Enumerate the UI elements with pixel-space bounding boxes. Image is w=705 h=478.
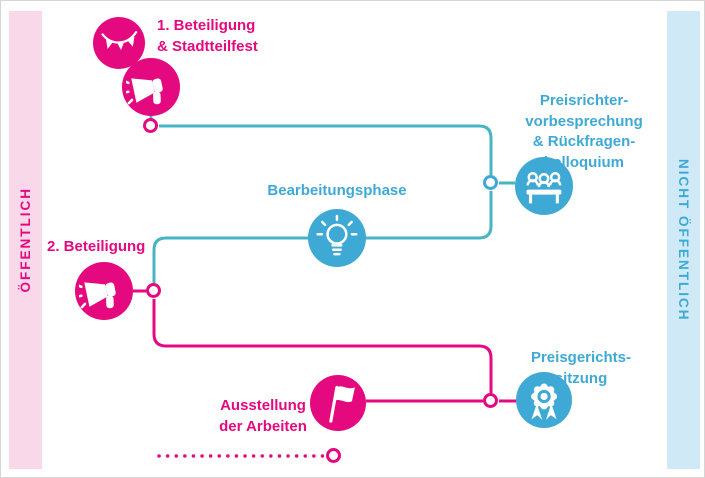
label-beteiligung2: 2. Beteiligung	[47, 237, 145, 258]
label-ausstellung: Ausstellung der Arbeiten	[205, 396, 321, 437]
award-rosette-icon	[530, 383, 558, 420]
label-preisrichter-line4: kolloquium	[544, 154, 624, 172]
step-ausstellung-circle	[310, 375, 366, 431]
label-beteiligung1-line1: 1. Beteiligung	[157, 17, 256, 34]
step-beteiligung1-circle	[122, 58, 180, 116]
label-preisgericht: Preisgerichts- sitzung	[499, 348, 663, 389]
timeline-node-dotted-end	[326, 448, 341, 463]
megaphone-icon	[126, 78, 163, 105]
timeline-node-beteiligung2	[146, 283, 161, 298]
connector-top	[159, 124, 493, 175]
label-preisrichter-line2: vorbesprechung	[525, 112, 643, 130]
label-bearbeitungsphase: Bearbeitungsphase	[245, 181, 429, 202]
step-bearbeitungsphase-circle	[308, 209, 366, 267]
step-preisgericht-circle	[516, 372, 572, 428]
timeline-node-beteiligung1	[143, 118, 158, 133]
timeline-node-preisrichter	[483, 175, 498, 190]
label-preisrichter: Preisrichter- vorbesprechung & Rückfrage…	[499, 91, 669, 174]
label-beteiligung2-text: 2. Beteiligung	[47, 238, 146, 255]
bunting-icon	[101, 30, 137, 50]
step-preisrichter-circle	[515, 157, 573, 215]
band-public: ÖFFENTLICH	[9, 11, 42, 469]
flag-icon	[329, 385, 355, 423]
label-ausstellung-line2: der Arbeiten	[219, 417, 307, 435]
label-bearbeitungsphase-text: Bearbeitungsphase	[267, 182, 407, 199]
band-not-public-label: NICHT ÖFFENTLICH	[676, 158, 691, 322]
step-stadtteilfest-circle	[93, 17, 145, 69]
label-ausstellung-line1: Ausstellung	[220, 397, 306, 414]
label-preisgericht-line2: sitzung	[554, 369, 608, 387]
label-beteiligung1-line2: & Stadtteilfest	[157, 37, 258, 55]
committee-people-icon	[526, 172, 562, 204]
lightbulb-icon	[316, 214, 358, 256]
label-preisrichter-line3: & Rückfragen-	[532, 133, 636, 151]
megaphone-icon	[79, 282, 116, 309]
label-preisrichter-line1: Preisrichter-	[539, 92, 629, 109]
label-beteiligung1: 1. Beteiligung & Stadtteilfest	[157, 16, 258, 57]
band-not-public: NICHT ÖFFENTLICH	[667, 11, 700, 469]
timeline-node-preisgericht	[483, 393, 498, 408]
step-beteiligung2-circle	[75, 262, 133, 320]
label-preisgericht-line1: Preisgerichts-	[530, 349, 632, 366]
connector-lower	[152, 299, 493, 393]
